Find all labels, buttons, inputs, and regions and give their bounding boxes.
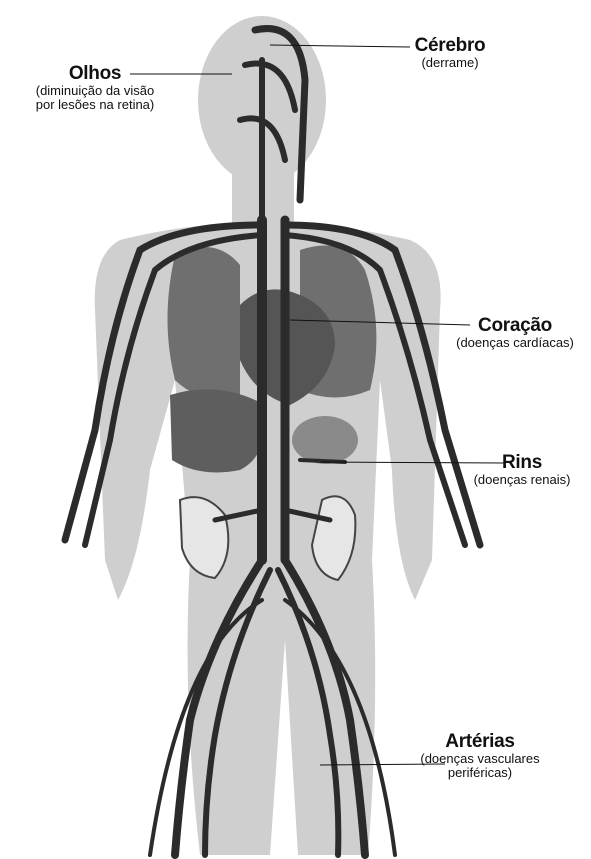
label-coracao: Coração (doenças cardíacas) [440,316,590,350]
arterias-desc-line2: periféricas) [405,766,555,780]
label-rins: Rins (doenças renais) [462,453,582,487]
olhos-desc-line1: (diminuição da visão [10,84,180,98]
coracao-title: Coração [440,316,590,336]
liver-organ [170,389,266,472]
rins-desc: (doenças renais) [462,473,582,487]
olhos-title: Olhos [10,64,180,84]
kidney-left [180,497,228,578]
label-arterias: Artérias (doenças vasculares periféricas… [405,732,555,779]
olhos-desc-line2: por lesões na retina) [10,98,180,112]
cerebro-title: Cérebro [405,36,495,56]
label-olhos: Olhos (diminuição da visão por lesões na… [10,64,180,111]
arterias-title: Artérias [405,732,555,752]
coracao-desc: (doenças cardíacas) [440,336,590,350]
rins-title: Rins [462,453,582,473]
stomach-organ [292,416,358,464]
body-silhouette [95,16,441,855]
cerebro-desc: (derrame) [405,56,495,70]
arterias-desc-line1: (doenças vasculares [405,752,555,766]
label-cerebro: Cérebro (derrame) [405,36,495,70]
